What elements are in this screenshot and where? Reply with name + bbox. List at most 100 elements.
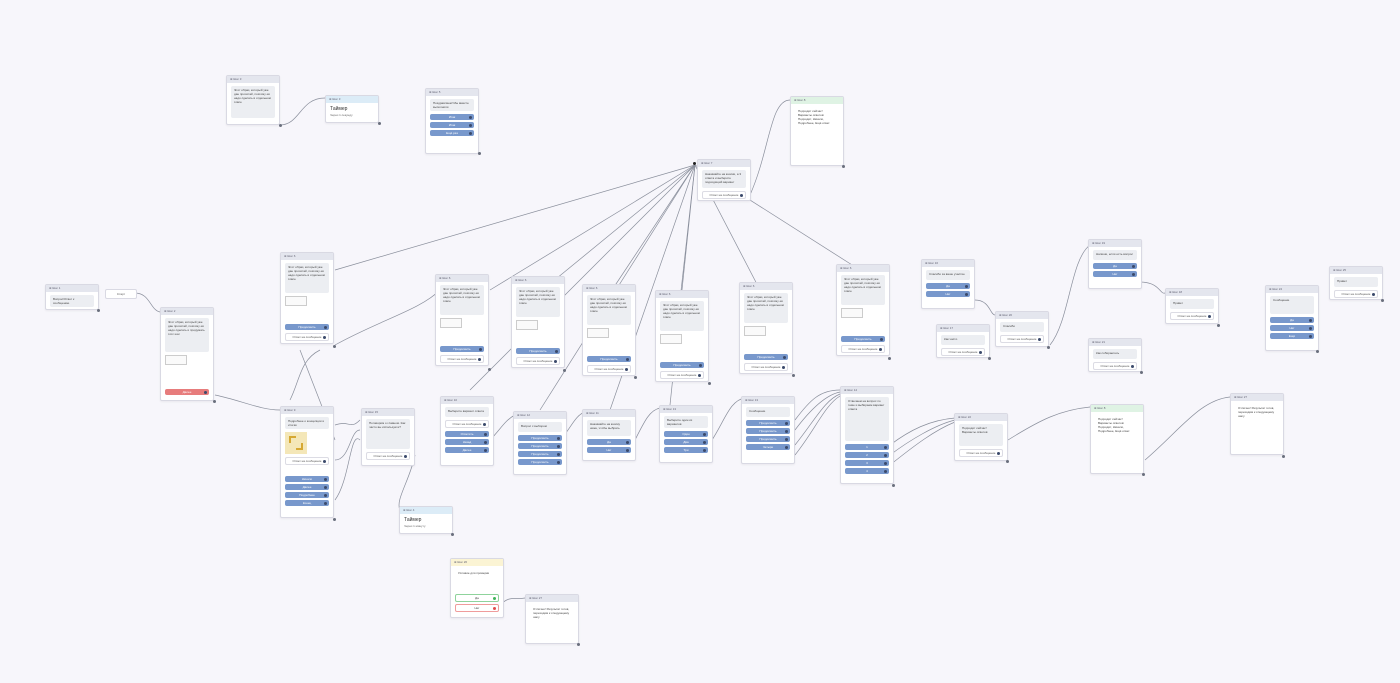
connector-dot[interactable] <box>279 124 282 127</box>
message-node[interactable]: ⊕ Шаг 2 Этот образ, который уже дан проч… <box>160 307 214 401</box>
connector-dot[interactable] <box>634 376 637 379</box>
connector-dot[interactable] <box>988 357 991 360</box>
message-node[interactable]: ⊕ Шаг 6 Этот образ, который уже дан проч… <box>582 284 636 376</box>
message-node[interactable]: ⊕ Шаг 6 Этот образ, который уже дан проч… <box>836 264 890 356</box>
reply-wait[interactable]: Ответ на сообщение <box>445 420 489 428</box>
message-node[interactable]: ⊕ Шаг 25 Привет Ответ на сообщение <box>1329 266 1383 300</box>
reply-wait[interactable]: Ответ на сообщение <box>440 355 484 363</box>
choice-button[interactable]: Конец <box>285 500 329 506</box>
choice-button[interactable]: Продолжить <box>746 428 790 434</box>
reply-wait[interactable]: Ответ на сообщение <box>1000 335 1044 343</box>
choice-button[interactable]: 3 <box>845 460 889 466</box>
connector-dot[interactable] <box>1217 324 1220 327</box>
connector-dot[interactable] <box>213 400 216 403</box>
message-node[interactable]: ⊕ Шаг 6 Этот образ, который уже дан проч… <box>435 274 489 366</box>
connector-dot[interactable] <box>1381 299 1384 302</box>
no-button[interactable]: Нет <box>587 447 631 453</box>
continue-button[interactable]: Продолжить <box>516 348 560 354</box>
message-node[interactable]: ⊕ Шаг 3 Этот образ, который уже дан проч… <box>226 75 280 125</box>
continue-button[interactable]: Продолжить <box>660 362 704 368</box>
message-node[interactable]: ⊕ Шаг 22 Подходит сейчас! Варианты ответ… <box>954 413 1008 461</box>
message-node[interactable]: ⊕ Шаг 14 Отвечаем на вопрос по теме и вы… <box>840 386 894 484</box>
reply-wait[interactable]: Ответ на сообщение <box>660 371 704 379</box>
next-button[interactable]: Далее <box>165 389 209 395</box>
message-node[interactable]: ⊕ Шаг 10 Выберите вариант ответа Ответ н… <box>440 396 494 466</box>
yes-button[interactable]: Да <box>926 283 970 289</box>
connector-dot[interactable] <box>97 309 100 312</box>
choice-button[interactable]: Ещё раз <box>430 130 474 136</box>
connector-dot[interactable] <box>1140 371 1143 374</box>
yes-button[interactable]: Да <box>587 439 631 445</box>
connector-dot[interactable] <box>693 162 696 165</box>
start-node[interactable]: Старт <box>105 289 137 299</box>
yes-button[interactable]: Да <box>1093 263 1137 269</box>
timer-node[interactable]: ⊕ Шаг 3 Таймер Через 1 секунду <box>325 95 379 123</box>
condition-no[interactable]: Нет <box>455 604 499 612</box>
no-button[interactable]: Нет <box>1093 271 1137 277</box>
reply-wait[interactable]: Ответ на сообщение <box>959 449 1003 457</box>
connector-dot[interactable] <box>478 152 481 155</box>
reply-wait[interactable]: Ответ на сообщение <box>285 333 329 341</box>
message-node[interactable]: ⊕ Шаг 8 Подходит сейчас! Варианты ответо… <box>790 96 844 166</box>
reply-wait[interactable]: Ответ на сообщение <box>1093 362 1137 370</box>
message-node[interactable]: ⊕ Шаг 13 Выберите один из вариантов Один… <box>659 405 713 463</box>
message-node[interactable]: ⊕ Шаг 13 Сообщение Продолжить Продолжить… <box>741 396 795 464</box>
choice-button[interactable]: Далее <box>285 484 329 490</box>
connector-dot[interactable] <box>1006 460 1009 463</box>
continue-button[interactable]: Продолжить <box>440 346 484 352</box>
continue-button[interactable]: Продолжить <box>841 336 885 342</box>
message-node[interactable]: ⊕ Шаг 19 Напиши, если есть вопрос Да Нет <box>1088 239 1142 289</box>
message-node[interactable]: ⊕ Шаг 1 Вопрос/Ответ к сообщению <box>45 284 99 310</box>
connector-dot[interactable] <box>577 643 580 646</box>
reply-wait[interactable]: Ответ на сообщение <box>366 452 410 460</box>
reply-wait[interactable]: Ответ на сообщение <box>702 191 746 199</box>
message-node[interactable]: ⊕ Шаг 24 Сообщение Да Нет Ещё <box>1265 285 1319 351</box>
connector-dot[interactable] <box>1047 346 1050 349</box>
message-node[interactable]: ⊕ Шаг 9 Подробнее о концепции и итогах О… <box>280 406 334 518</box>
connector-dot[interactable] <box>892 484 895 487</box>
connector-dot[interactable] <box>451 533 454 536</box>
connector-dot[interactable] <box>333 345 336 348</box>
message-node[interactable]: ⊕ Шаг 6 Этот образ, который уже дан проч… <box>739 282 793 374</box>
connector-dot[interactable] <box>842 165 845 168</box>
condition-yes[interactable]: Да <box>455 594 499 602</box>
choice-button[interactable]: Назад <box>445 439 489 445</box>
choice-button[interactable]: Два <box>664 439 708 445</box>
message-node[interactable]: ⊕ Шаг 27 Отлично! Результат готов, перех… <box>1230 393 1284 455</box>
reply-wait[interactable]: Ответ на сообщение <box>841 345 885 353</box>
choice-button[interactable]: Три <box>664 447 708 453</box>
choice-button[interactable]: Итак <box>430 122 474 128</box>
message-node[interactable]: ⊕ Шаг 11 Нажимайте на кнопку ниже, чтобы… <box>582 409 636 461</box>
message-node[interactable]: ⊕ Шаг 6 Этот образ, который уже дан проч… <box>655 290 709 382</box>
hub-node[interactable]: ⊕ Шаг 7 Нажимайте на кнопки, а 3 ответа … <box>697 159 751 201</box>
connector-dot[interactable] <box>333 518 336 521</box>
choice-button[interactable]: Продолжить <box>518 435 562 441</box>
message-node[interactable]: ⊕ Шаг 6 Этот образ, который уже дан проч… <box>280 252 334 344</box>
choice-button[interactable]: Продолжить <box>518 459 562 465</box>
connector-dot[interactable] <box>708 382 711 385</box>
choice-button[interactable]: Далее <box>445 447 489 453</box>
choice-button[interactable]: Четыре <box>746 444 790 450</box>
connector-dot[interactable] <box>1142 473 1145 476</box>
condition-node[interactable]: ⊕ Шаг 26 Условие для проверки Да Нет <box>450 558 504 618</box>
choice-button[interactable]: Продолжить <box>746 420 790 426</box>
connector-dot[interactable] <box>378 122 381 125</box>
continue-button[interactable]: Продолжить <box>744 354 788 360</box>
reply-wait[interactable]: Ответ на сообщение <box>587 365 631 373</box>
reply-wait[interactable]: Ответ на сообщение <box>285 457 329 465</box>
choice-button[interactable]: Нет <box>1270 325 1314 331</box>
connector-dot[interactable] <box>1316 350 1319 353</box>
connector-dot[interactable] <box>1282 455 1285 458</box>
no-button[interactable]: Нет <box>926 291 970 297</box>
reply-wait[interactable]: Ответ на сообщение <box>1170 312 1214 320</box>
choice-button[interactable]: 1 <box>845 444 889 450</box>
reply-wait[interactable]: Ответ на сообщение <box>941 348 985 356</box>
continue-button[interactable]: Продолжить <box>285 324 329 330</box>
message-node[interactable]: ⊕ Шаг 17 Как часто Ответ на сообщение <box>936 324 990 358</box>
choice-button[interactable]: Да <box>1270 317 1314 323</box>
message-node[interactable]: ⊕ Шаг 15 Поговорим о главном. Как часто … <box>361 408 415 466</box>
message-node[interactable]: ⊕ Шаг 16 Спасибо за ваше участие Да Нет <box>921 259 975 309</box>
message-node[interactable]: ⊕ Шаг 21 Как собираетесь Ответ на сообще… <box>1088 338 1142 372</box>
choice-button[interactable]: Итак <box>430 114 474 120</box>
message-node[interactable]: ⊕ Шаг 18 Привет Ответ на сообщение <box>1165 288 1219 324</box>
